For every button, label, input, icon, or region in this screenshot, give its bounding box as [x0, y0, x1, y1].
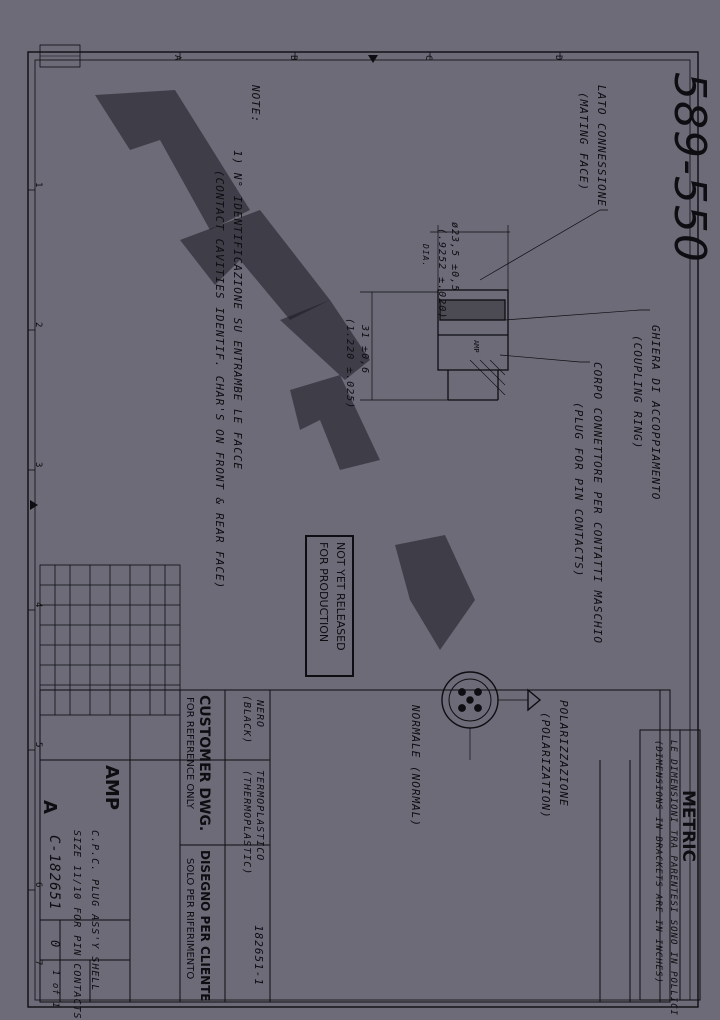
dim-diameter-in: (.9252 ±.020)	[436, 228, 447, 320]
label-coupling-it: GHIERA DI ACCOPPIAMENTO	[649, 325, 662, 501]
grid-mark-top-b: B	[288, 55, 298, 61]
label-polarization-en: (POLARIZATION)	[539, 712, 552, 819]
grid-mark-top-d: D	[553, 55, 563, 61]
label-normal: NORMALE (NORMAL)	[409, 705, 422, 827]
metric-note-it: LE DIMENSIONI TRA PARENTESI SONO IN POLL…	[668, 740, 678, 1016]
drawing-number-handwritten: 589-550	[664, 72, 715, 263]
grid-mark-left-5: 5	[33, 742, 43, 748]
dim-diameter-tag: DIA.	[421, 244, 430, 268]
grid-mark-left-3: 3	[33, 462, 43, 468]
amp-mark-on-part: AMP	[472, 340, 480, 353]
company-logo-text: AMP	[101, 765, 122, 811]
size-letter: A	[39, 800, 60, 814]
label-polarization-it: POLARIZZAZIONE	[557, 700, 570, 807]
notes-line-2: (CONTACT CAVITIES IDENTIF. CHAR'S ON FRO…	[213, 170, 226, 590]
notes-line-1: 1) N° IDENTIFICAZIONE SU ENTRAMBE LE FAC…	[231, 150, 244, 471]
label-body-en: (PLUG FOR PIN CONTACTS)	[572, 402, 585, 578]
grid-mark-top-c: C	[423, 55, 433, 61]
for-reference-only: FOR REFERENCE ONLY	[184, 697, 195, 810]
description-line-1: C.P.C. PLUG ASS'Y SHELL	[89, 830, 100, 992]
dim-length-in: (1.220 ±.025)	[344, 318, 355, 410]
color-it: NERO	[254, 700, 265, 729]
sheet-number: 1 of 1	[50, 970, 60, 1009]
part-number: 182651-1	[252, 925, 265, 986]
stamp-line-2: FOR PRODUCTION	[317, 542, 330, 643]
metric-note-en: (DIMENSIONS IN BRACKETS ARE IN INCHES)	[653, 740, 663, 984]
grid-mark-left-7: 7	[33, 960, 43, 966]
material-it: TERMOPLASTICO	[254, 770, 265, 862]
grid-mark-left-2: 2	[33, 322, 43, 328]
dim-diameter-mm: ø23,5 ±0,5	[449, 222, 460, 293]
grid-mark-top-a: A	[172, 55, 182, 61]
disegno-title: DISEGNO PER CLIENTE	[198, 850, 212, 1002]
revision-number: 0	[48, 940, 62, 949]
grid-mark-left-1: 1	[33, 182, 43, 188]
customer-dwg-title: CUSTOMER DWG.	[196, 695, 212, 832]
solo-riferimento: SOLO PER RIFERIMENTO	[184, 858, 195, 980]
label-body-it: CORPO CONNETTORE PER CONTATTI MASCHIO	[591, 362, 604, 645]
release-stamp	[305, 535, 354, 677]
stamp-line-1: NOT YET RELEASED	[334, 542, 347, 651]
description-line-2: SIZE 11/10 FOR PIN CONTACTS	[71, 830, 82, 1020]
grid-mark-left-4: 4	[33, 602, 43, 608]
metric-label: METRIC	[678, 790, 698, 863]
color-en: (BLACK)	[241, 695, 252, 745]
label-coupling-en: (COUPLING RING)	[631, 335, 644, 450]
drawing-number: C-182651	[46, 835, 62, 911]
label-mating-face-it: LATO CONNESSIONE	[595, 85, 608, 207]
dim-length-mm: 31 ±0,6	[359, 325, 370, 375]
material-en: (THERMOPLASTIC)	[241, 770, 252, 876]
grid-mark-left-6: 6	[33, 882, 43, 888]
notes-heading: NOTE:	[249, 85, 262, 124]
label-mating-face-en: (MATING FACE)	[577, 92, 590, 192]
